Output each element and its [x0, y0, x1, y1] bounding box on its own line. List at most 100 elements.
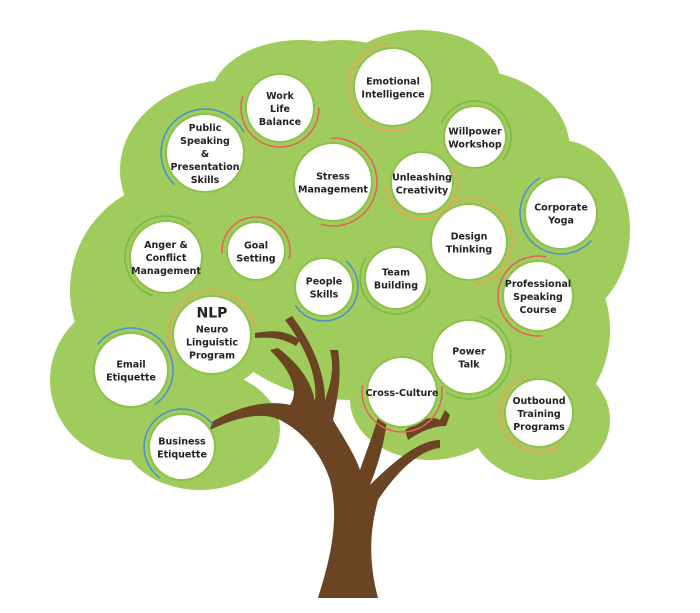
node-label-line: Neuro: [196, 325, 229, 336]
decorative-arc: [348, 42, 411, 132]
node-bubble: [131, 222, 201, 292]
node-label-line: Cross-Culture: [366, 388, 439, 399]
node-label-line: Thinking: [446, 245, 492, 256]
node-label-line: Etiquette: [157, 450, 207, 461]
node-label-line: Speaking: [180, 136, 230, 147]
node-label-line: Stress: [316, 172, 350, 183]
decorative-arc: [359, 256, 432, 315]
node-bubble: [366, 248, 426, 308]
decorative-arc: [445, 315, 512, 400]
node-bubble: [150, 415, 214, 479]
node-label-line: NLP: [197, 306, 228, 322]
node-bubble: [295, 144, 371, 220]
decorative-arc: [385, 167, 459, 220]
node-label-line: Program: [189, 351, 235, 362]
node-bubble: [95, 334, 167, 406]
node-bubble: [526, 178, 596, 248]
node-label-line: Professional: [505, 279, 571, 290]
node-label-line: Design: [451, 232, 488, 243]
decorative-arc: [167, 290, 256, 357]
decorative-arc: [440, 100, 512, 161]
decorative-arc: [124, 215, 192, 297]
node-label-line: Emotional: [366, 77, 420, 88]
node-label-line: Anger &: [144, 240, 188, 251]
trunk-shape: [210, 316, 440, 598]
node-label-line: Etiquette: [106, 373, 156, 384]
node-bubble: [368, 358, 436, 426]
decorative-arc: [294, 260, 359, 322]
decorative-arc: [361, 384, 443, 433]
node-label-line: Outbound: [512, 396, 565, 407]
node-bubble: [445, 107, 505, 167]
node-label-line: Unleashing: [392, 173, 452, 184]
decorative-arc: [497, 255, 547, 337]
node-label-line: Linguistic: [186, 338, 238, 349]
decorative-arc: [143, 408, 214, 479]
node-bubble: [504, 262, 572, 330]
node-label-line: &: [201, 149, 209, 160]
node-label-line: Goal: [244, 241, 268, 252]
skill-nodes: WorkLifeBalanceEmotionalIntelligencePubl…: [93, 42, 598, 481]
node-label-line: Creativity: [396, 186, 449, 197]
node-label-line: Life: [270, 104, 290, 115]
node-label-line: Building: [374, 281, 418, 292]
node-bubble: [167, 115, 243, 191]
node-bubble: [433, 321, 505, 393]
node-label-line: Power: [452, 347, 486, 358]
branch-left: [255, 331, 300, 346]
decorative-arc: [97, 327, 174, 406]
node-cross-culture[interactable]: Cross-Culture: [361, 356, 443, 433]
node-bubble: [432, 205, 506, 279]
node-label-line: Intelligence: [361, 90, 424, 101]
node-label-line: Talk: [458, 360, 480, 371]
node-label-line: Business: [158, 437, 206, 448]
node-label-line: Presentation: [171, 162, 240, 173]
node-label-line: Email: [116, 360, 145, 371]
node-label-line: Programs: [513, 422, 565, 433]
tree-trunk: [210, 316, 450, 598]
node-label-line: Management: [131, 266, 201, 277]
node-bubble: [392, 153, 452, 213]
node-label-line: Team: [382, 268, 410, 279]
node-label-line: Skills: [191, 175, 220, 186]
node-bubble: [228, 223, 284, 279]
decorative-arc: [449, 198, 513, 286]
node-label-line: Workshop: [448, 140, 502, 151]
node-label-line: Conflict: [146, 253, 187, 264]
node-label-line: Skills: [310, 290, 339, 301]
node-bubble: [296, 259, 352, 315]
decorative-arc: [499, 374, 560, 453]
decorative-arc: [320, 137, 378, 227]
node-bubble: [355, 49, 431, 125]
node-label-line: People: [306, 277, 342, 288]
node-bubble: [247, 75, 313, 141]
node-label-line: Corporate: [534, 203, 588, 214]
node-label-line: Training: [517, 409, 560, 420]
decorative-arc: [221, 216, 291, 260]
node-label-line: Setting: [236, 254, 275, 265]
node-label-line: Speaking: [513, 292, 563, 303]
branch-right: [405, 410, 450, 440]
node-bubble: [174, 297, 250, 373]
node-label-line: Yoga: [547, 216, 574, 227]
